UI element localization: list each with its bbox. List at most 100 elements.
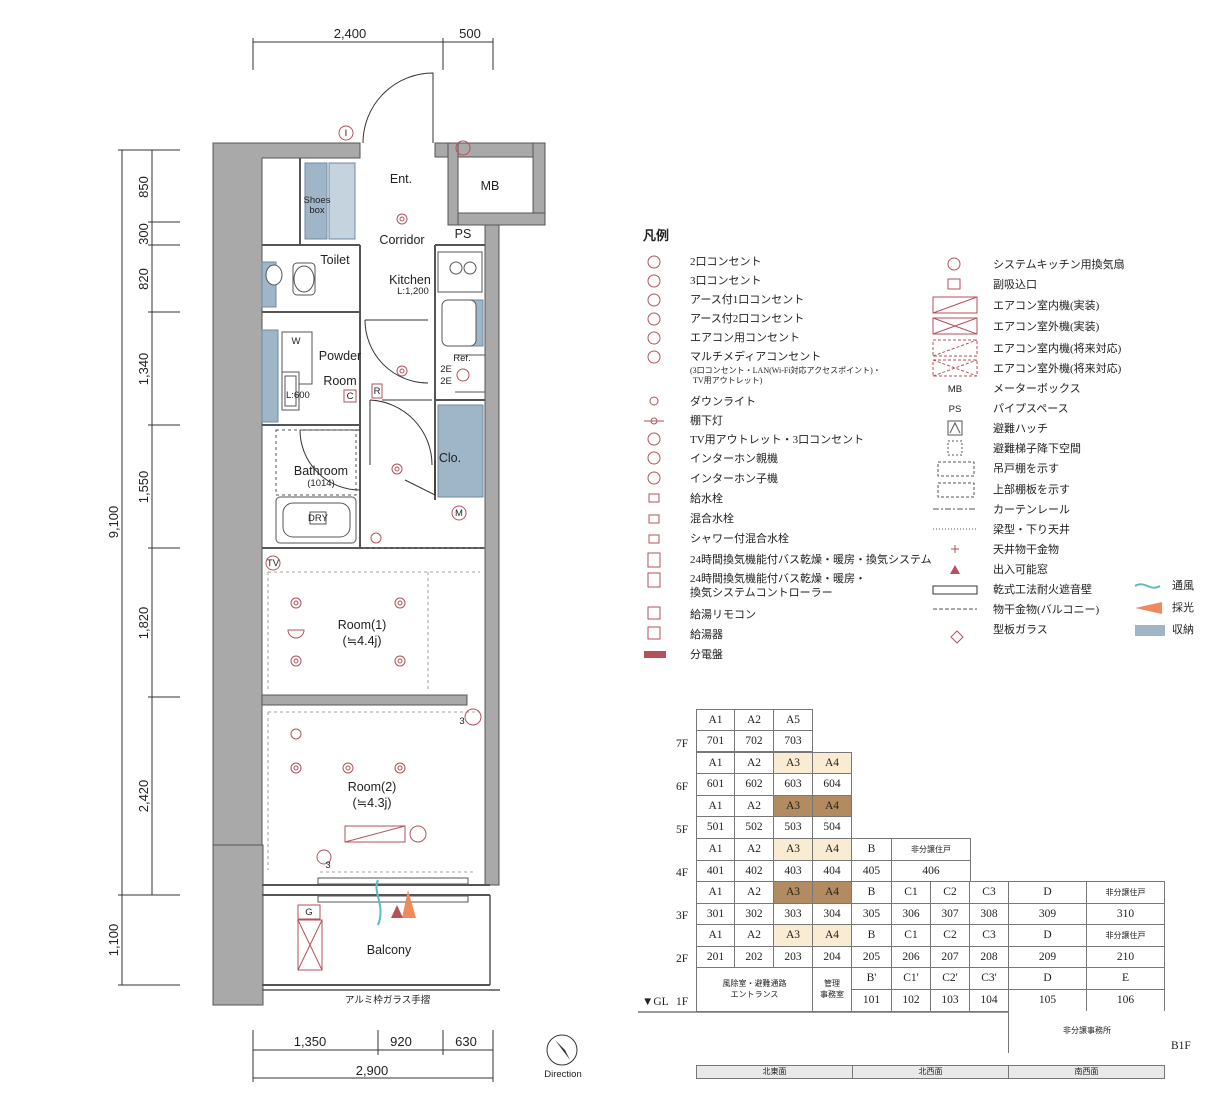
unit-number: 503	[773, 816, 813, 839]
outlet-2e-label-2: 2E	[440, 376, 452, 387]
dim-left-5: 1,550	[136, 471, 151, 504]
dimension-lines	[118, 38, 494, 1082]
legend-item: マルチメディアコンセント	[690, 349, 821, 363]
tv-symbol-label: TV	[267, 558, 280, 569]
shoes-box-1: Shoes	[304, 195, 331, 206]
unit-type: E	[1086, 967, 1165, 990]
room-powder-1: Powder	[319, 349, 361, 363]
legend-item: パイプスペース	[993, 402, 1069, 415]
legend-item: 上部棚板を示す	[993, 482, 1070, 496]
legend-item: 吊戸棚を示す	[993, 461, 1059, 475]
unit-type: A2	[734, 881, 774, 904]
unit-type: C1	[891, 881, 931, 904]
unit-type: A2	[734, 752, 774, 774]
gl-label: ▼GL	[642, 996, 669, 1008]
powder-fixture	[281, 331, 313, 411]
unit-number: 504	[812, 816, 852, 839]
unit-type: C1	[891, 924, 931, 947]
legend-item: TV用アウトレット・3口コンセント	[690, 433, 864, 446]
legend-text-right: システムキッチン用換気扇 副吸込口 エアコン室内機(実装) エアコン室外機(実装…	[948, 257, 1194, 636]
unit-number: 405	[851, 860, 892, 882]
room-clo: Clo.	[439, 451, 461, 465]
outlet-2e-label-1: 2E	[440, 364, 452, 375]
unit-type: B	[851, 881, 892, 904]
unit-number: 105	[1008, 989, 1087, 1012]
interior-walls	[262, 158, 490, 986]
unit-number: 106	[1086, 989, 1165, 1012]
unit-number: 307	[930, 903, 970, 925]
dim-top-1: 2,400	[334, 26, 367, 41]
unit-type: A2	[734, 838, 774, 861]
unit-type: A4	[812, 795, 852, 817]
unit-number: 404	[812, 860, 852, 882]
legend-item: エアコン用コンセント	[690, 331, 800, 344]
kitchen-stove	[437, 251, 483, 347]
legend-item: 乾式工法耐火遮音壁	[993, 582, 1092, 596]
legend-item: シャワー付混合水栓	[690, 531, 789, 545]
toilet-fixture	[265, 262, 316, 296]
legend-item: 型板ガラス	[993, 622, 1048, 636]
unit-type: A4	[812, 752, 852, 774]
dim-left-6: 1,820	[136, 607, 151, 640]
dim-bottom-total: 2,900	[356, 1063, 389, 1078]
dim-bottom-1: 1,350	[294, 1034, 327, 1049]
unit-number: 702	[734, 730, 774, 752]
unit-number: 207	[930, 946, 970, 968]
shoes-box-2: box	[309, 205, 325, 216]
room-ent: Ent.	[390, 172, 412, 186]
heater-symbol-label: G	[305, 907, 312, 918]
legend-item: エアコン室内機(将来対応)	[993, 341, 1122, 355]
unit-number: 301	[696, 903, 735, 925]
unit-number: 302	[734, 903, 774, 925]
unit-number: 402	[734, 860, 774, 882]
room-1-size: (≒4.4j)	[343, 634, 382, 648]
railing-label: アルミ枠ガラス手摺	[345, 994, 430, 1006]
unit-type: C2	[930, 881, 970, 904]
direction-northwest: 北西面	[852, 1065, 1009, 1079]
unit-type: A1	[696, 752, 735, 774]
floor-label-3f: 3F	[676, 910, 689, 922]
outlets	[265, 125, 482, 865]
controller-symbol-label: C	[347, 391, 354, 402]
room-balcony: Balcony	[367, 943, 412, 957]
legend-item: 避難梯子降下空間	[993, 441, 1081, 455]
legend-item: エアコン室外機(実装)	[993, 319, 1100, 333]
legend-item: 24時間換気機能付バス乾燥・暖房・	[690, 571, 866, 585]
room-mb: MB	[481, 179, 500, 193]
bathtub	[275, 429, 357, 544]
direction-label: Direction	[544, 1069, 582, 1080]
unit-type: 非分譲住戸	[891, 838, 971, 861]
lobby-cell: 風除室・避難通路 エントランス	[696, 967, 813, 1012]
legend-item: エアコン室内機(実装)	[993, 298, 1100, 312]
room-ps: PS	[455, 227, 472, 241]
powder-length: L:600	[286, 390, 310, 401]
unit-number: 501	[696, 816, 735, 839]
dimension-labels: 2,400 500 1,350 920 630 2,900 850 300 82…	[106, 26, 481, 1078]
unit-number: 603	[773, 773, 813, 796]
unit-number: 305	[851, 903, 892, 925]
unit-number: 202	[734, 946, 774, 968]
unit-type: A1	[696, 838, 735, 861]
legend-item: ダウンライト	[690, 394, 756, 408]
symbol-labels: I M TV R C G 3 3 2E 2E	[267, 128, 465, 918]
unit-type: A3	[773, 838, 813, 861]
remote-symbol-label: R	[374, 386, 381, 397]
legend-item: 分電盤	[690, 648, 723, 661]
unit-type: C3	[969, 924, 1009, 947]
storage-areas	[261, 162, 484, 498]
downlights	[290, 213, 408, 774]
legend-item: 物干金物(バルコニー)	[993, 602, 1099, 616]
unit-type: A1	[696, 795, 735, 817]
unit-number: 703	[773, 730, 813, 752]
unit-number: 403	[773, 860, 813, 882]
dim-bottom-2: 920	[390, 1034, 412, 1049]
room-2-size: (≒4.3j)	[353, 796, 392, 810]
intercom-symbol-label: I	[345, 128, 348, 139]
legend-extra-ventilation: 通風	[1172, 579, 1194, 592]
room-bath-1: Bathroom	[294, 464, 348, 478]
dim-top-2: 500	[459, 26, 481, 41]
unit-type: A4	[812, 838, 852, 861]
balcony-railing	[262, 895, 500, 991]
mgmt-label-2: 事務室	[820, 990, 844, 999]
